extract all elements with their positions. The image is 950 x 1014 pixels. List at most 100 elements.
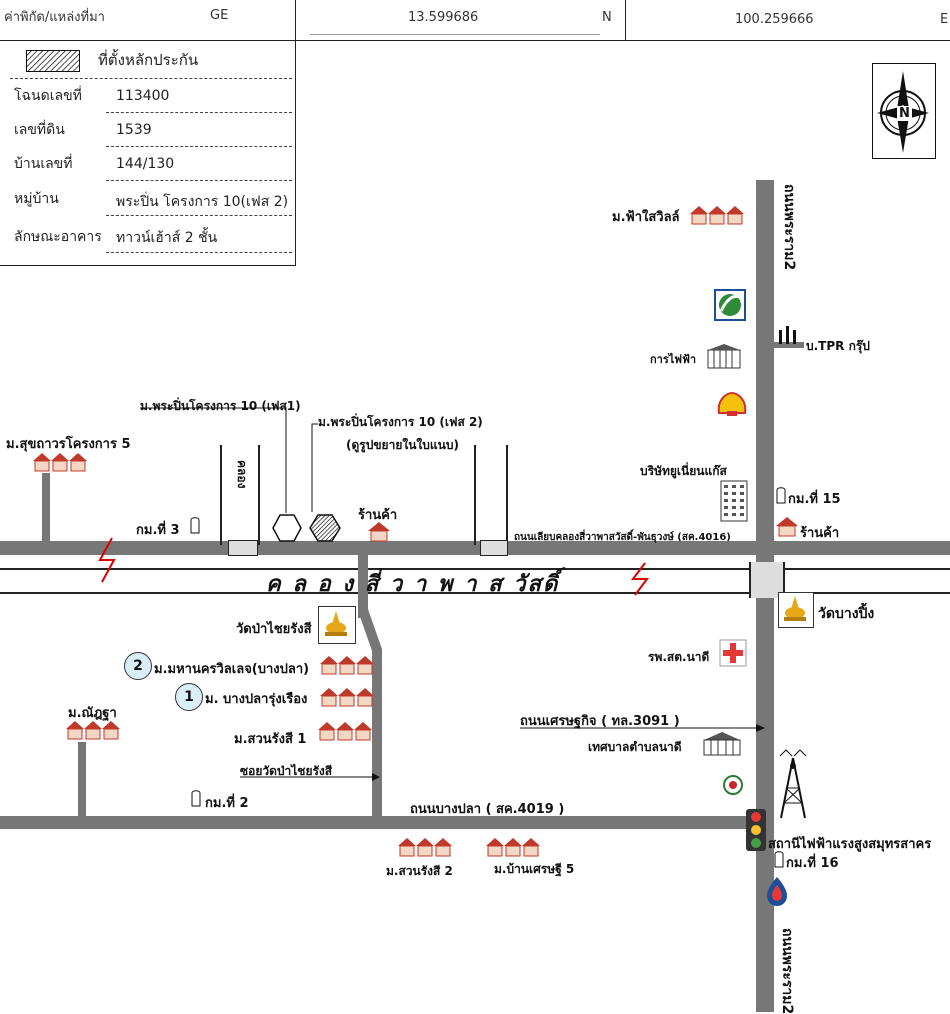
header-lon-dir: E (940, 12, 949, 27)
shop-icon (776, 517, 798, 537)
info-divider (106, 252, 292, 253)
soi-arrow (240, 773, 380, 781)
house-no-label: บ้านเลขที่ (14, 156, 73, 172)
marker-number-2: 2 (124, 652, 152, 680)
suthawan-label: ม.สุขถาวรโครงการ 5 (6, 437, 131, 452)
rama2-label-bottom: ถนนพระราม2 (779, 928, 795, 1014)
suan-rangsi1-label: ม.สวนรังสี 1 (234, 732, 307, 747)
factory-icon (779, 326, 796, 344)
house-icon (320, 688, 374, 707)
tpr-label: บ.TPR กรุ๊ป (806, 339, 870, 353)
compass-frame (872, 63, 936, 159)
shop-right-label: ร้านค้า (800, 526, 840, 541)
canal-bank-top (778, 568, 950, 570)
small-canal-right-bank (258, 445, 260, 545)
small-canal-bridge (228, 540, 258, 556)
canal-break-icon (98, 537, 116, 583)
collateral-location-icon (309, 514, 341, 542)
marker-number-1: 1 (175, 683, 203, 711)
header-lat: 13.599686 (408, 10, 479, 25)
header-lat-cell (295, 0, 626, 41)
canal-road-label: ถนนเลียบคลองสี่วาพาสวัสดิ์-พันธุวงษ์ (สค… (514, 532, 731, 543)
header-lon: 100.259666 (735, 12, 814, 27)
nunya-label: ม.ณัฎฐา (68, 706, 117, 721)
shell-icon (717, 391, 747, 416)
info-divider (106, 146, 292, 147)
phase2-note: (ดูรูปขยายในใบแนบ) (346, 438, 459, 452)
union-gas-label: บริษัทยูเนี่ยนแก๊ส (640, 464, 727, 478)
hospital-cross-icon (719, 639, 747, 667)
suan-rangsi2-label: ม.สวนรังสี 2 (386, 864, 453, 878)
ban-setthi5-label: ม.บ้านเศรษฐี 5 (494, 862, 575, 876)
km-marker-icon (776, 487, 786, 504)
house-icon (66, 721, 120, 740)
info-divider (106, 180, 292, 181)
building-label: ลักษณะอาคาร (14, 229, 102, 245)
header-source-value: GE (210, 8, 229, 23)
canal-name: ค ล อ ง สี่ ว า พ า ส วัสดิ์ (266, 572, 560, 597)
setthakit-road-label: ถนนเศรษฐกิจ ( ทล.3091 ) (520, 714, 680, 729)
nunya-road (78, 742, 86, 818)
canal-bank-bottom (778, 592, 950, 594)
km2-label: กม.ที่ 2 (205, 796, 249, 811)
km15-label: กม.ที่ 15 (788, 492, 841, 507)
shop-icon (368, 522, 390, 542)
mahanakhon-label: ม.มหานครวิลเลจ(บางปลา) (154, 662, 310, 677)
bangpla-road-label: ถนนบางปลา ( สค.4019 ) (410, 802, 565, 817)
canal-break-icon (631, 562, 649, 596)
village-label: หมู่บ้าน (14, 191, 59, 207)
info-divider (106, 215, 292, 216)
canal-bank-top (0, 568, 750, 570)
wat-pa-label: วัดป่าไชยรังสี (236, 622, 312, 637)
deed-value: 113400 (116, 88, 170, 104)
canal-road-bridge (480, 540, 508, 556)
office-building-icon (720, 480, 748, 522)
substation-label: สถานีไฟฟ้าแรงสูงสมุทรสาคร (768, 837, 932, 852)
header-lon-cell (625, 0, 950, 41)
header-source-cell (0, 0, 296, 41)
km3-label: กม.ที่ 3 (136, 523, 180, 538)
house-icon (486, 838, 540, 857)
legend-label: ที่ตั้งหลักประกัน (98, 51, 199, 69)
phase1-leader (140, 407, 287, 513)
traffic-light-icon (746, 809, 766, 851)
building-value: ทาวน์เฮ้าส์ 2 ชั้น (116, 230, 218, 246)
energy-logo-icon (714, 289, 746, 321)
electricity-building-icon (707, 344, 741, 369)
house-icon (398, 838, 452, 857)
small-canal-label: คลอง (235, 460, 249, 489)
bangpla-rung-label: ม. บางปลารุ่งเรือง (205, 692, 308, 707)
info-box (0, 40, 296, 266)
small-canal-left-bank (220, 445, 222, 545)
km-marker-icon (774, 851, 784, 868)
electricity-label: การไฟฟ้า (650, 353, 697, 366)
compass-letter: N (897, 106, 912, 121)
canal-bank-bottom (0, 592, 750, 594)
land-no-value: 1539 (116, 122, 152, 138)
km-marker-icon (190, 517, 200, 534)
bangpla-road (0, 816, 760, 829)
house-icon (690, 206, 744, 225)
municipality-label: เทศบาลตำบลนาดี (588, 740, 682, 754)
suthawan-road (42, 473, 50, 543)
village-value: พระปิ่น โครงการ 10(เฟส 2) (116, 194, 289, 210)
info-divider (10, 78, 292, 79)
shop-center-label: ร้านค้า (358, 508, 398, 523)
phase1-label: ม.พระปิ่นโครงการ 10 (เฟส1) (140, 399, 301, 413)
phase2-leader (311, 423, 318, 512)
transmission-tower-icon (779, 749, 807, 819)
header-lat-dir: N (602, 10, 612, 25)
land-no-label: เลขที่ดิน (14, 122, 65, 138)
header-divider (310, 34, 600, 35)
setthakit-arrow (520, 724, 765, 732)
header-source-label: ค่าพิกัด/แหล่งที่มา (4, 10, 105, 25)
wat-bang-ping-label: วัดบางปิ้ง (818, 606, 875, 622)
fah-sai-label: ม.ฟ้าใสวิลล์ (612, 210, 680, 225)
house-icon (33, 453, 87, 472)
phase1-hexagon-icon (272, 514, 302, 542)
canal-road-left-bank (474, 445, 476, 545)
phase2-label: ม.พระปิ่นโครงการ 10 (เฟส 2) (318, 415, 483, 429)
house-icon (320, 656, 374, 675)
temple-icon (325, 611, 347, 636)
deed-label: โฉนดเลขที่ (14, 88, 82, 104)
